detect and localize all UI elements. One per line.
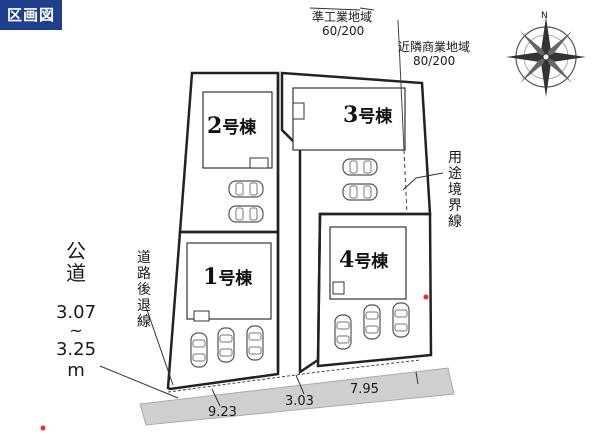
- unit-2-number: 2: [207, 113, 223, 139]
- unit-1-suffix: 号棟: [218, 269, 253, 289]
- unit-2-suffix: 号棟: [222, 118, 257, 138]
- unit-3-suffix: 号棟: [358, 107, 393, 127]
- building-1: [186, 242, 272, 320]
- marker-dot: [423, 294, 429, 300]
- frontage-3: 7.95: [350, 382, 379, 397]
- unit-3-label: 3号棟: [343, 102, 392, 128]
- building-footprints: [186, 87, 407, 320]
- zone1-ratio: 60/200: [322, 24, 365, 38]
- unit-1-number: 1: [203, 264, 219, 290]
- zoning-leader: [397, 19, 405, 151]
- zoning-boundary: [403, 149, 408, 215]
- building-3: [292, 87, 406, 151]
- lot-4-outline: [316, 212, 433, 368]
- unit-3-number: 3: [343, 102, 359, 128]
- unit-1-label: 1号棟: [203, 264, 252, 290]
- building-2: [202, 91, 273, 169]
- setback-label: 道路後退線: [137, 250, 151, 330]
- unit-2-label: 2号棟: [207, 113, 256, 139]
- leader-lines: [99, 7, 444, 407]
- road-width-min: 3.07: [55, 302, 97, 323]
- road-width-max: 3.25: [55, 339, 97, 360]
- zoning-boundary-label: 用途境界線: [448, 150, 462, 230]
- road-width-unit: m: [67, 360, 85, 381]
- unit-4-label: 4号棟: [339, 247, 388, 273]
- unit-4-number: 4: [339, 247, 355, 273]
- section-badge: [0, 0, 62, 30]
- unit-4-suffix: 号棟: [354, 252, 389, 272]
- road-surface: [139, 367, 455, 426]
- zone2-ratio: 80/200: [413, 54, 456, 68]
- compass-rose: [506, 17, 586, 97]
- zone1-name: 準工業地域: [312, 10, 373, 24]
- compass-north-label: N: [541, 11, 548, 21]
- setback-line: [167, 359, 421, 393]
- road-type: 公道: [66, 239, 86, 285]
- road-width-tilde: ~: [69, 321, 83, 340]
- lot-1-outline: [166, 230, 280, 391]
- zone2-name: 近隣商業地域: [398, 40, 471, 54]
- section-badge-label: 区画図: [6, 6, 55, 24]
- entry-boxes: [193, 102, 345, 322]
- lot-outlines: [166, 71, 433, 391]
- frontage-1: 9.23: [208, 405, 237, 420]
- frontage-2: 3.03: [285, 394, 314, 409]
- marker-dot: [40, 425, 46, 431]
